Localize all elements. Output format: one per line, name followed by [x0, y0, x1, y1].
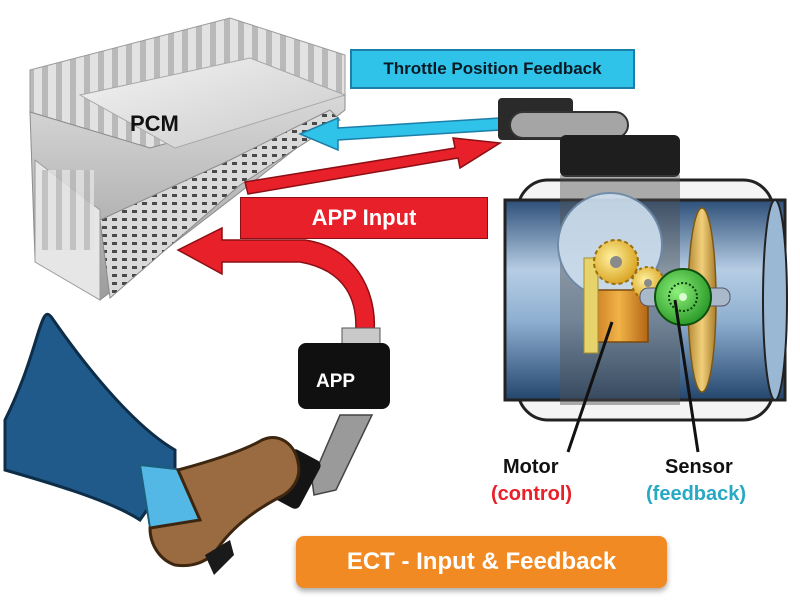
sensor-label: Sensor	[665, 456, 733, 478]
app-input-arrow	[176, 226, 376, 341]
throttle-command-arrow	[244, 137, 503, 195]
motor-pointer	[566, 321, 614, 453]
leg-and-boot	[3, 312, 301, 575]
motor-label: Motor	[503, 456, 559, 478]
throttle-position-feedback-box: Throttle Position Feedback	[350, 49, 635, 89]
pcm-label: PCM	[130, 111, 179, 136]
app-input-box: APP Input	[240, 197, 488, 239]
pcm-module	[29, 17, 347, 301]
throttle-feedback-arrow	[298, 116, 501, 152]
throttle-body	[498, 98, 788, 422]
throttle-position-feedback-label: Throttle Position Feedback	[383, 59, 602, 78]
app-sensor-label: APP	[316, 371, 356, 392]
app-input-label: APP Input	[311, 205, 417, 230]
ect-banner: ECT - Input & Feedback	[296, 536, 667, 588]
motor-sub-label: (control)	[491, 483, 573, 505]
sensor-sub-label: (feedback)	[646, 483, 747, 505]
sensor-pointer	[673, 299, 700, 453]
ect-banner-label: ECT - Input & Feedback	[346, 548, 617, 575]
accelerator-pedal-position-sensor	[298, 327, 390, 496]
motor-coil	[589, 289, 649, 343]
